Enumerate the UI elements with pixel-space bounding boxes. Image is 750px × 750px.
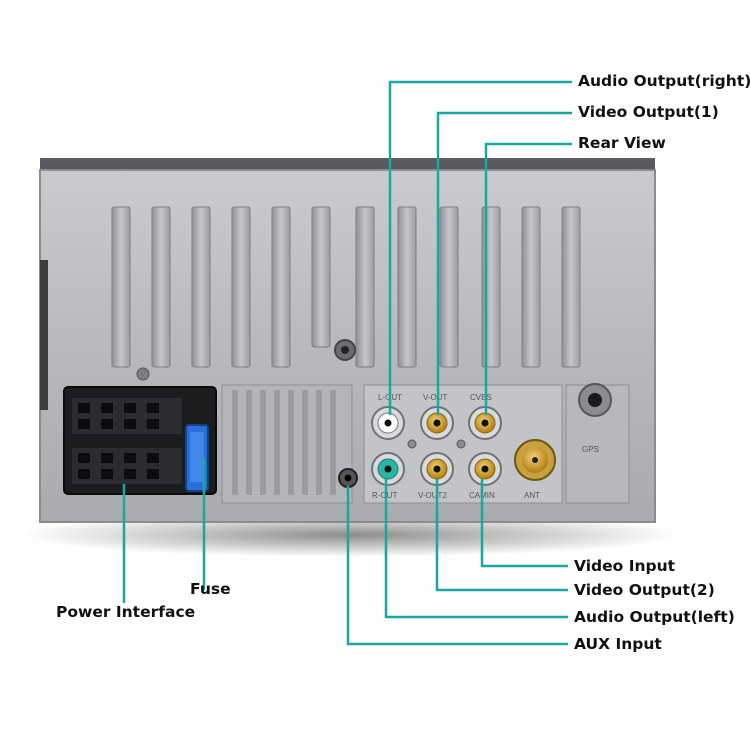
callout-aux [346, 486, 568, 646]
callout-video-input [480, 479, 568, 568]
label-video-output-2: Video Output(2) [574, 581, 715, 599]
fuse [185, 424, 209, 492]
rib-panel [221, 384, 353, 504]
callout-audio-right [388, 80, 572, 415]
print-cvbs: CVBS [470, 393, 492, 402]
rca-audio-out-right [371, 406, 405, 440]
callout-rear-view [484, 142, 572, 415]
label-rear-view: Rear View [578, 134, 666, 152]
vent-slots [111, 206, 581, 368]
print-r-out: R-OUT [372, 491, 397, 500]
print-v-out2: V-OUT2 [418, 491, 447, 500]
label-video-output-1: Video Output(1) [578, 103, 719, 121]
screw-left [136, 367, 150, 381]
label-video-input: Video Input [574, 557, 676, 575]
gps-jack [565, 383, 630, 504]
label-aux-input: AUX Input [574, 635, 662, 653]
power-interface-connector [63, 386, 217, 495]
rca-audio-out-left [371, 452, 405, 486]
floor-shadow [20, 513, 680, 557]
callout-video-out-1 [436, 111, 572, 415]
label-audio-output-left: Audio Output(left) [574, 608, 735, 626]
callout-lines [122, 80, 572, 646]
label-power-interface: Power Interface [56, 603, 196, 621]
print-v-out: V-OUT [423, 393, 448, 402]
rca-rear-view [468, 406, 502, 440]
label-audio-output-right: Audio Output(right) [578, 72, 750, 90]
print-gps: GPS [582, 445, 599, 454]
rca-video-input [468, 452, 502, 486]
callout-video-out-2 [435, 479, 568, 592]
rca-video-out-2 [420, 452, 454, 486]
print-ant: ANT [524, 491, 540, 500]
callout-audio-left [384, 479, 568, 619]
antenna-jack [514, 439, 556, 481]
label-fuse: Fuse [190, 580, 231, 598]
aux-jack [338, 468, 358, 488]
